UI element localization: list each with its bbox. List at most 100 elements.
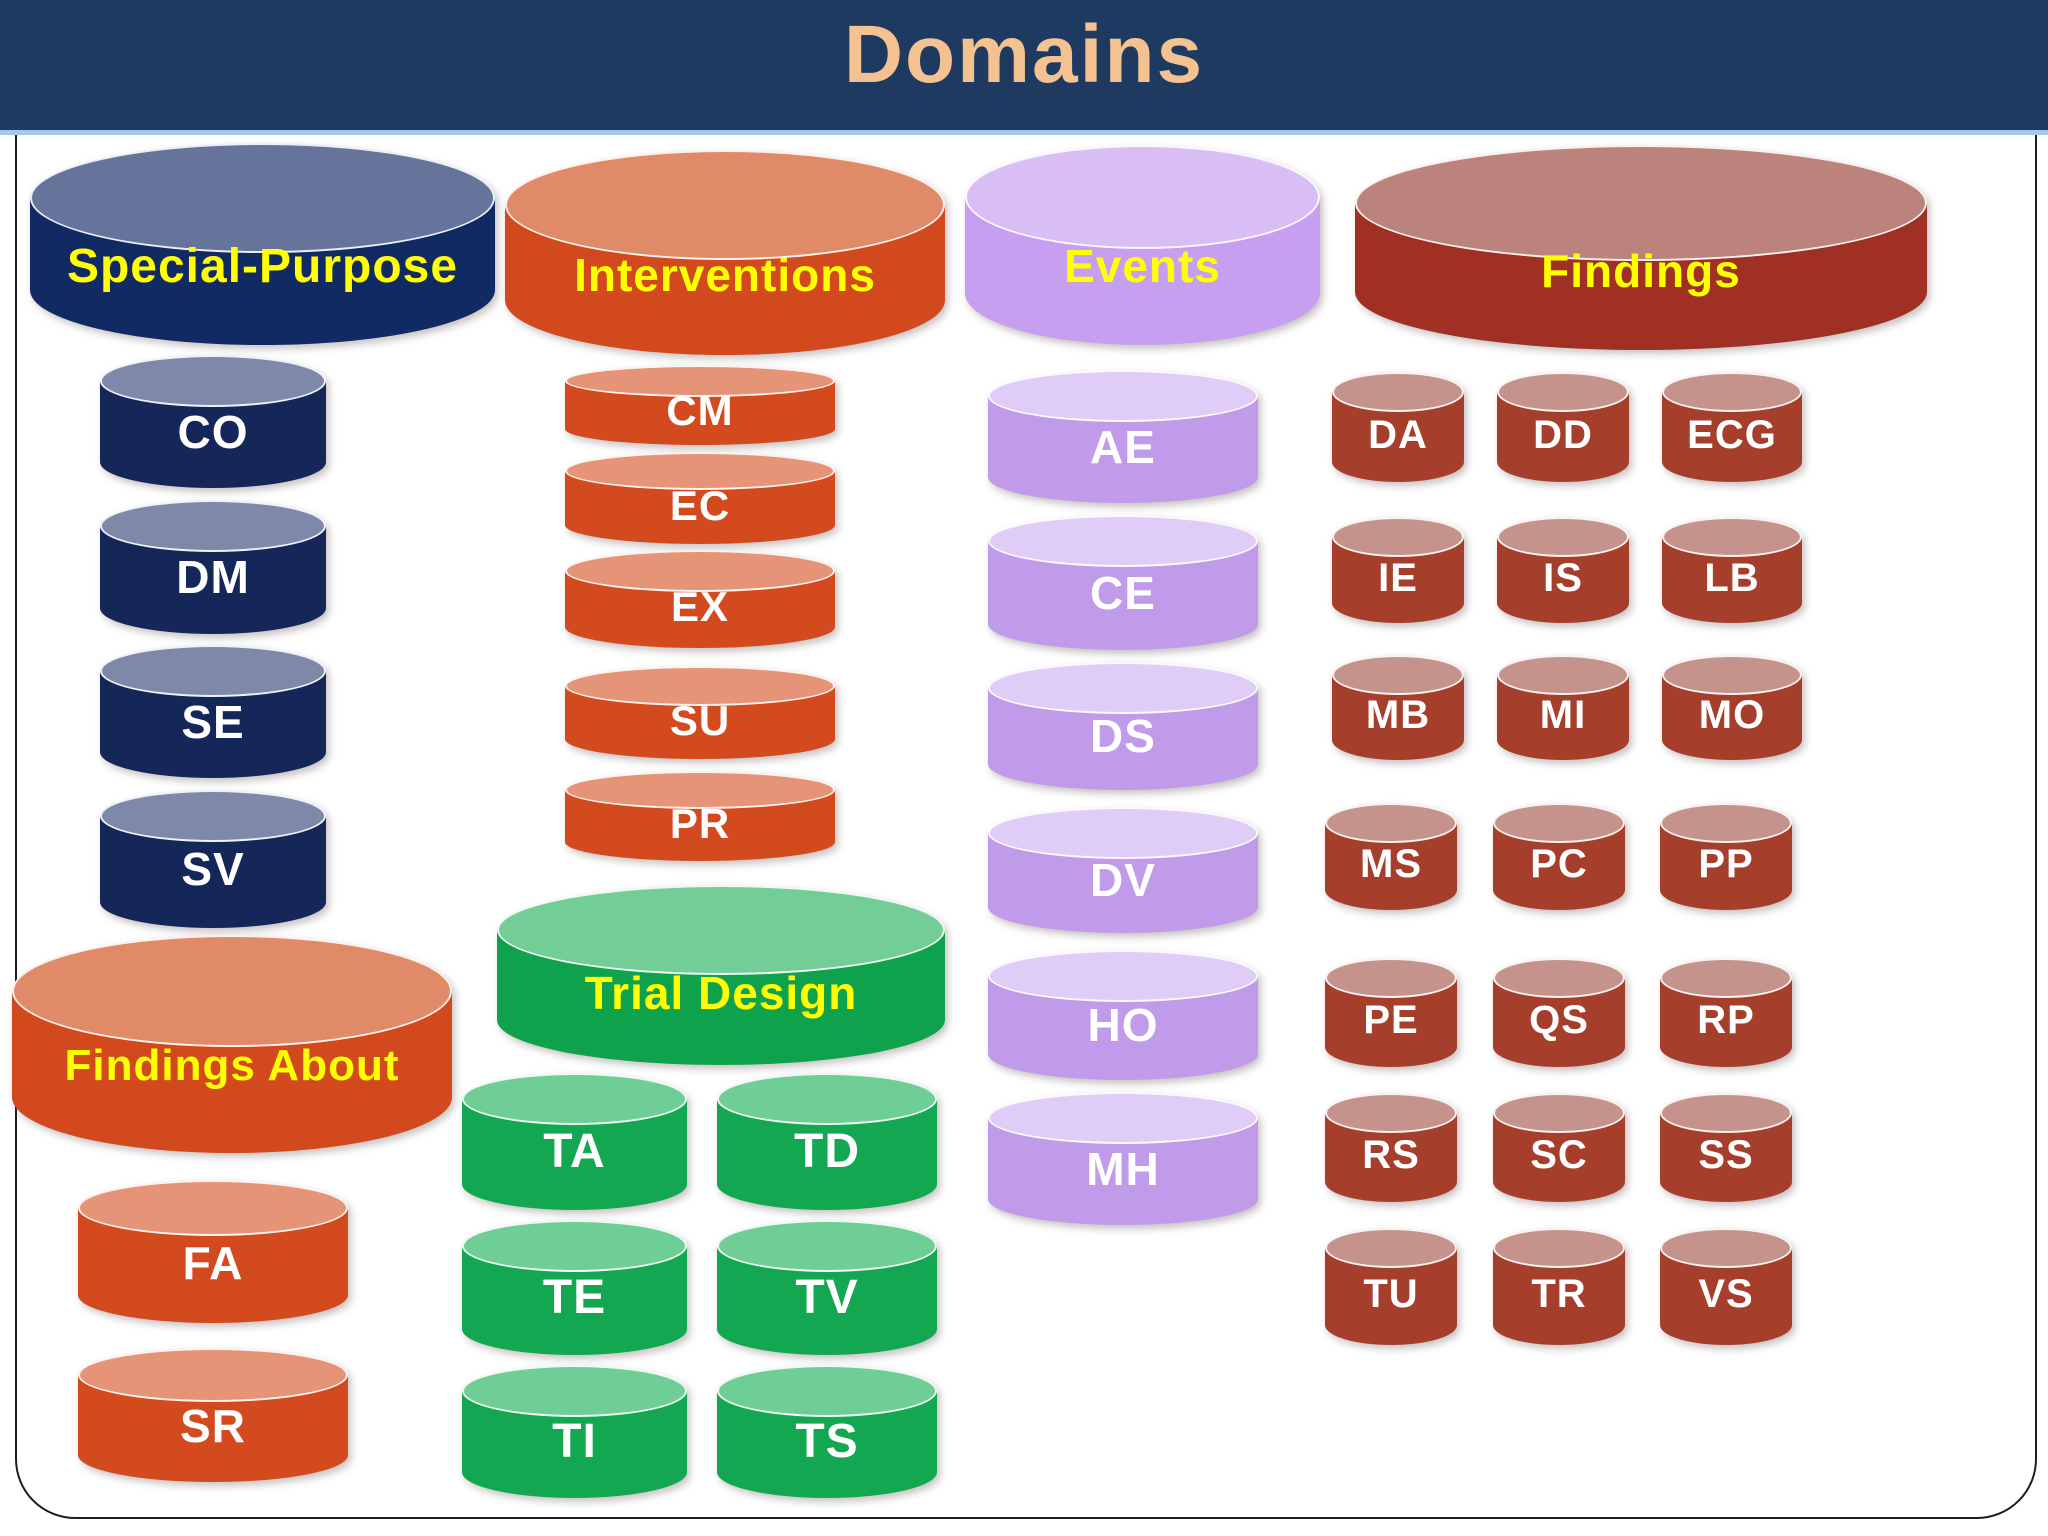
domain-code-label: DD xyxy=(1533,412,1593,457)
domain-code-label: TD xyxy=(794,1125,860,1179)
domain-cylinder-sr: SR xyxy=(78,1348,348,1482)
domain-code-label: RS xyxy=(1362,1133,1420,1177)
domain-cylinder-lb: LB xyxy=(1662,517,1802,623)
domain-code-label: TS xyxy=(795,1415,859,1469)
domain-code-label: SR xyxy=(180,1399,246,1452)
domain-cylinder-da: DA xyxy=(1332,372,1464,482)
domain-cylinder-ce: CE xyxy=(988,515,1258,650)
domain-cylinder-sv: SV xyxy=(100,790,326,928)
group-label-special-purpose: Special-Purpose xyxy=(66,239,459,293)
domain-cylinder-ms: MS xyxy=(1325,803,1457,910)
domain-cylinder-ecg: ECG xyxy=(1662,372,1802,482)
domain-cylinder-ta: TA xyxy=(462,1073,687,1210)
domain-cylinder-ss: SS xyxy=(1660,1093,1792,1202)
domain-cylinder-mo: MO xyxy=(1662,655,1802,760)
group-cylinder-findings: Findings xyxy=(1355,145,1927,350)
domain-cylinder-se: SE xyxy=(100,645,326,778)
domain-cylinder-ie: IE xyxy=(1332,517,1464,623)
domain-cylinder-mh: MH xyxy=(988,1092,1258,1225)
domain-code-label: EC xyxy=(669,481,731,529)
domain-cylinder-ds: DS xyxy=(988,662,1258,790)
domain-cylinder-ec: EC xyxy=(565,452,835,544)
domain-code-label: DA xyxy=(1368,412,1428,457)
page-title: Domains xyxy=(843,9,1205,100)
domain-cylinder-fa: FA xyxy=(78,1180,348,1323)
domain-code-label: FA xyxy=(182,1236,244,1289)
domain-code-label: ECG xyxy=(1687,412,1777,457)
domain-cylinder-dd: DD xyxy=(1497,372,1629,482)
domain-cylinder-tr: TR xyxy=(1493,1228,1625,1345)
domain-cylinder-ti: TI xyxy=(462,1365,687,1498)
domain-cylinder-is: IS xyxy=(1497,517,1629,623)
domain-cylinder-su: SU xyxy=(565,666,835,759)
domain-code-label: MH xyxy=(1086,1142,1160,1195)
domain-cylinder-mb: MB xyxy=(1332,655,1464,760)
group-cylinder-interventions: Interventions xyxy=(505,150,945,355)
domain-code-label: TA xyxy=(543,1125,606,1179)
domain-cylinder-ts: TS xyxy=(717,1365,937,1498)
domain-cylinder-rp: RP xyxy=(1660,958,1792,1067)
domain-code-label: SS xyxy=(1698,1133,1754,1177)
group-label-findings: Findings xyxy=(1541,244,1741,297)
domain-code-label: DV xyxy=(1090,854,1156,907)
domain-code-label: AE xyxy=(1090,420,1156,473)
domain-code-label: DS xyxy=(1090,710,1156,763)
domain-code-label: DM xyxy=(176,551,250,604)
group-cylinder-findings-about: Findings About xyxy=(12,935,452,1153)
domain-code-label: IS xyxy=(1543,555,1583,600)
domain-code-label: TU xyxy=(1363,1272,1419,1316)
domain-code-label: CO xyxy=(177,405,249,458)
domain-cylinder-tu: TU xyxy=(1325,1228,1457,1345)
domain-cylinder-vs: VS xyxy=(1660,1228,1792,1345)
domain-cylinder-tv: TV xyxy=(717,1220,937,1355)
domain-cylinder-ho: HO xyxy=(988,950,1258,1080)
domain-code-label: PC xyxy=(1530,842,1588,886)
domain-code-label: TR xyxy=(1531,1272,1587,1316)
domain-code-label: VS xyxy=(1698,1272,1754,1316)
domain-code-label: MB xyxy=(1365,693,1431,737)
domain-code-label: TV xyxy=(795,1271,859,1325)
group-label-events: Events xyxy=(1064,239,1221,292)
domain-code-label: SE xyxy=(181,695,245,748)
domain-cylinder-pr: PR xyxy=(565,771,835,861)
group-label-findings-about: Findings About xyxy=(64,1041,400,1091)
domain-code-label: HO xyxy=(1087,999,1159,1052)
domain-code-label: CE xyxy=(1090,566,1156,619)
domain-code-label: RP xyxy=(1697,998,1755,1042)
domain-code-label: TE xyxy=(542,1271,607,1325)
domain-cylinder-pc: PC xyxy=(1493,803,1625,910)
domain-code-label: MS xyxy=(1360,842,1422,886)
group-label-trial-design: Trial Design xyxy=(584,967,858,1019)
domain-code-label: SC xyxy=(1530,1133,1588,1177)
group-cylinder-special-purpose: Special-Purpose xyxy=(30,143,495,345)
group-cylinder-trial-design: Trial Design xyxy=(497,885,945,1065)
domain-cylinder-rs: RS xyxy=(1325,1093,1457,1202)
domain-cylinder-pp: PP xyxy=(1660,803,1792,910)
domain-code-label: LB xyxy=(1704,555,1760,600)
domain-cylinder-qs: QS xyxy=(1493,958,1625,1067)
domain-code-label: TI xyxy=(552,1415,597,1469)
domain-code-label: MO xyxy=(1698,693,1766,737)
domain-code-label: QS xyxy=(1529,998,1589,1042)
domain-code-label: PE xyxy=(1363,998,1419,1042)
domain-cylinder-co: CO xyxy=(100,355,326,488)
domain-code-label: CM xyxy=(666,387,734,435)
domain-cylinder-td: TD xyxy=(717,1073,937,1210)
domain-cylinder-ex: EX xyxy=(565,550,835,648)
domain-cylinder-pe: PE xyxy=(1325,958,1457,1067)
domain-cylinder-ae: AE xyxy=(988,370,1258,503)
domain-code-label: PR xyxy=(669,799,731,847)
domain-code-label: SV xyxy=(181,843,245,896)
domain-cylinder-te: TE xyxy=(462,1220,687,1355)
header-bar: Domains xyxy=(0,0,2048,135)
domain-cylinder-cm: CM xyxy=(565,365,835,445)
domain-code-label: EX xyxy=(670,583,730,631)
domain-cylinder-dv: DV xyxy=(988,807,1258,933)
group-cylinder-events: Events xyxy=(965,145,1320,345)
domain-cylinder-sc: SC xyxy=(1493,1093,1625,1202)
domain-code-label: IE xyxy=(1378,555,1418,600)
group-label-interventions: Interventions xyxy=(574,248,876,301)
domain-code-label: SU xyxy=(669,696,731,744)
domain-cylinder-dm: DM xyxy=(100,500,326,634)
